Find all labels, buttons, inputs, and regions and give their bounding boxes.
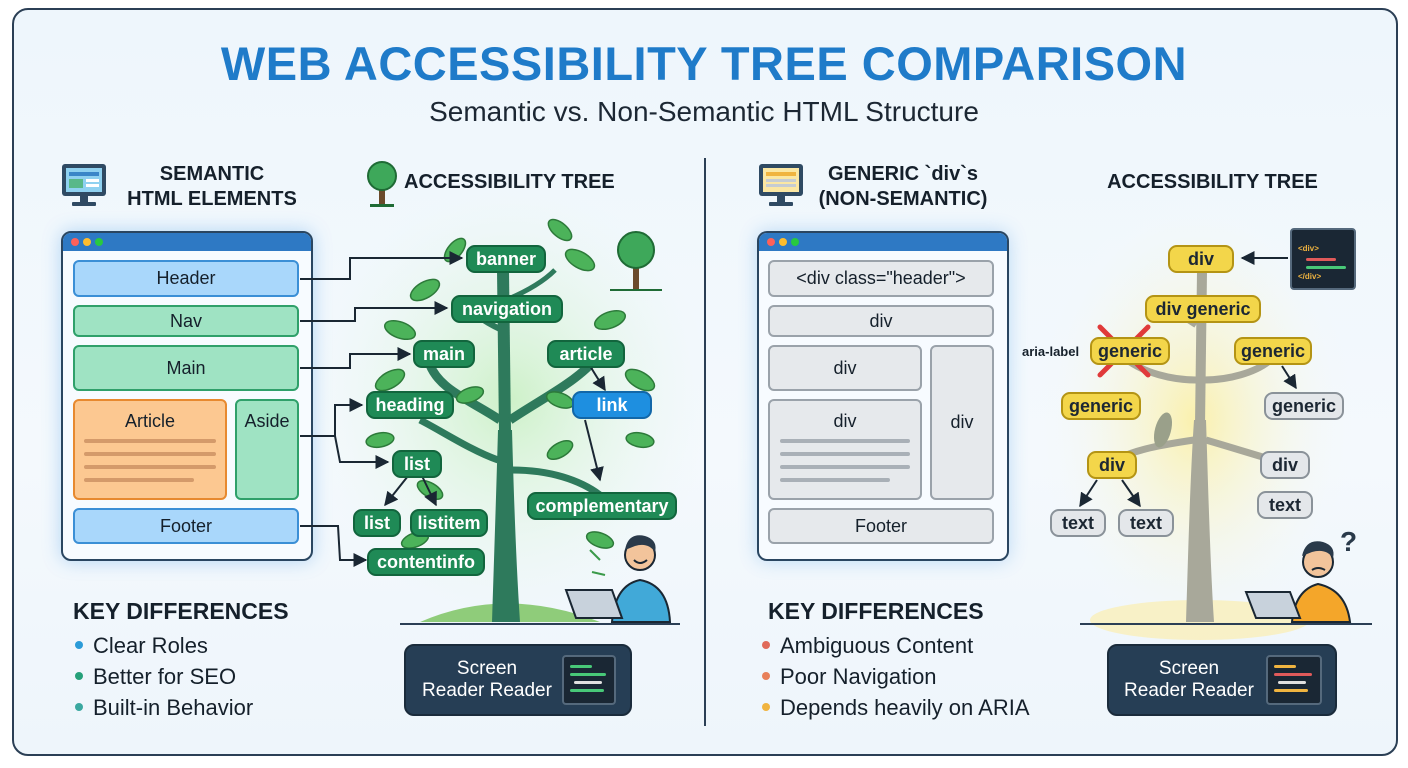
- tree-node-complementary: complementary: [527, 492, 677, 520]
- left-key-item: Clear Roles: [93, 633, 208, 658]
- page-subtitle: Semantic vs. Non-Semantic HTML Structure: [429, 96, 979, 127]
- tree-node-listitem: listitem: [410, 509, 488, 537]
- div-main-block: div: [768, 345, 922, 391]
- tree-icon: [367, 161, 397, 207]
- right-screen-reader-label: Screen Reader Reader: [1124, 658, 1254, 701]
- tree-node-generic: generic: [1061, 392, 1141, 420]
- tree-node-contentinfo: contentinfo: [367, 548, 485, 576]
- tree-node-list: list: [392, 450, 442, 478]
- article-block: Article: [73, 399, 227, 500]
- tree-node-navigation: navigation: [451, 295, 563, 323]
- generic-divs-heading: GENERIC `div`s (NON-SEMANTIC): [818, 163, 988, 210]
- tree-node-link: link: [572, 391, 652, 419]
- window-title-bar: [759, 233, 1007, 251]
- tree-node-div: div: [1087, 451, 1137, 479]
- window-title-bar: [63, 233, 311, 251]
- footer-block: Footer: [73, 508, 299, 544]
- tree-node-main: main: [413, 340, 475, 368]
- page-title: WEB ACCESSIBILITY TREE COMPARISON: [220, 37, 1188, 90]
- right-key-item: Depends heavily on ARIA: [780, 695, 1030, 720]
- code-icon: [1266, 655, 1322, 705]
- div-header-block: <div class="header">: [768, 260, 994, 297]
- div-aside-block: div: [930, 345, 994, 500]
- aria-label-tag: aria-label: [1022, 344, 1080, 359]
- right-key-differences-title: KEY DIFFERENCES: [768, 598, 984, 624]
- monitor-icon: [62, 164, 106, 206]
- tree-node-generic-removed: generic: [1090, 337, 1170, 365]
- tree-node-text: text: [1118, 509, 1174, 537]
- tree-node-heading: heading: [366, 391, 454, 419]
- div-nav-block: div: [768, 305, 994, 337]
- tree-node-text: text: [1257, 491, 1313, 519]
- tree-node-div: div: [1260, 451, 1310, 479]
- monitor-icon: [759, 164, 803, 206]
- tree-node-article: article: [547, 340, 625, 368]
- left-screen-reader-label: Screen Reader Reader: [422, 658, 552, 701]
- header-block: Header: [73, 260, 299, 297]
- div-article-block: div: [768, 399, 922, 500]
- tree-node-list-2: list: [353, 509, 401, 537]
- tree-node-banner: banner: [466, 245, 546, 273]
- tree-node-generic: generic: [1264, 392, 1344, 420]
- right-key-item: Ambiguous Content: [780, 633, 974, 658]
- tree-node-text: text: [1050, 509, 1106, 537]
- code-icon: <div> </div>: [1290, 228, 1356, 290]
- aside-block: Aside: [235, 399, 299, 500]
- question-mark-icon: ?: [1340, 526, 1358, 557]
- tree-node-div-root: div: [1168, 245, 1234, 273]
- left-key-item: Better for SEO: [93, 664, 237, 689]
- main-block: Main: [73, 345, 299, 391]
- left-key-item: Built-in Behavior: [93, 695, 254, 720]
- nav-block: Nav: [73, 305, 299, 337]
- section-divider: [704, 158, 706, 726]
- tree-node-generic: generic: [1234, 337, 1312, 365]
- semantic-html-heading: SEMANTIC HTML ELEMENTS: [127, 163, 297, 210]
- div-footer-block: Footer: [768, 508, 994, 544]
- tree-node-div-generic: div generic: [1145, 295, 1261, 323]
- code-icon: [562, 655, 616, 705]
- right-tree-heading: ACCESSIBILITY TREE: [1107, 171, 1318, 193]
- right-key-item: Poor Navigation: [780, 664, 937, 689]
- left-key-differences-title: KEY DIFFERENCES: [73, 598, 289, 624]
